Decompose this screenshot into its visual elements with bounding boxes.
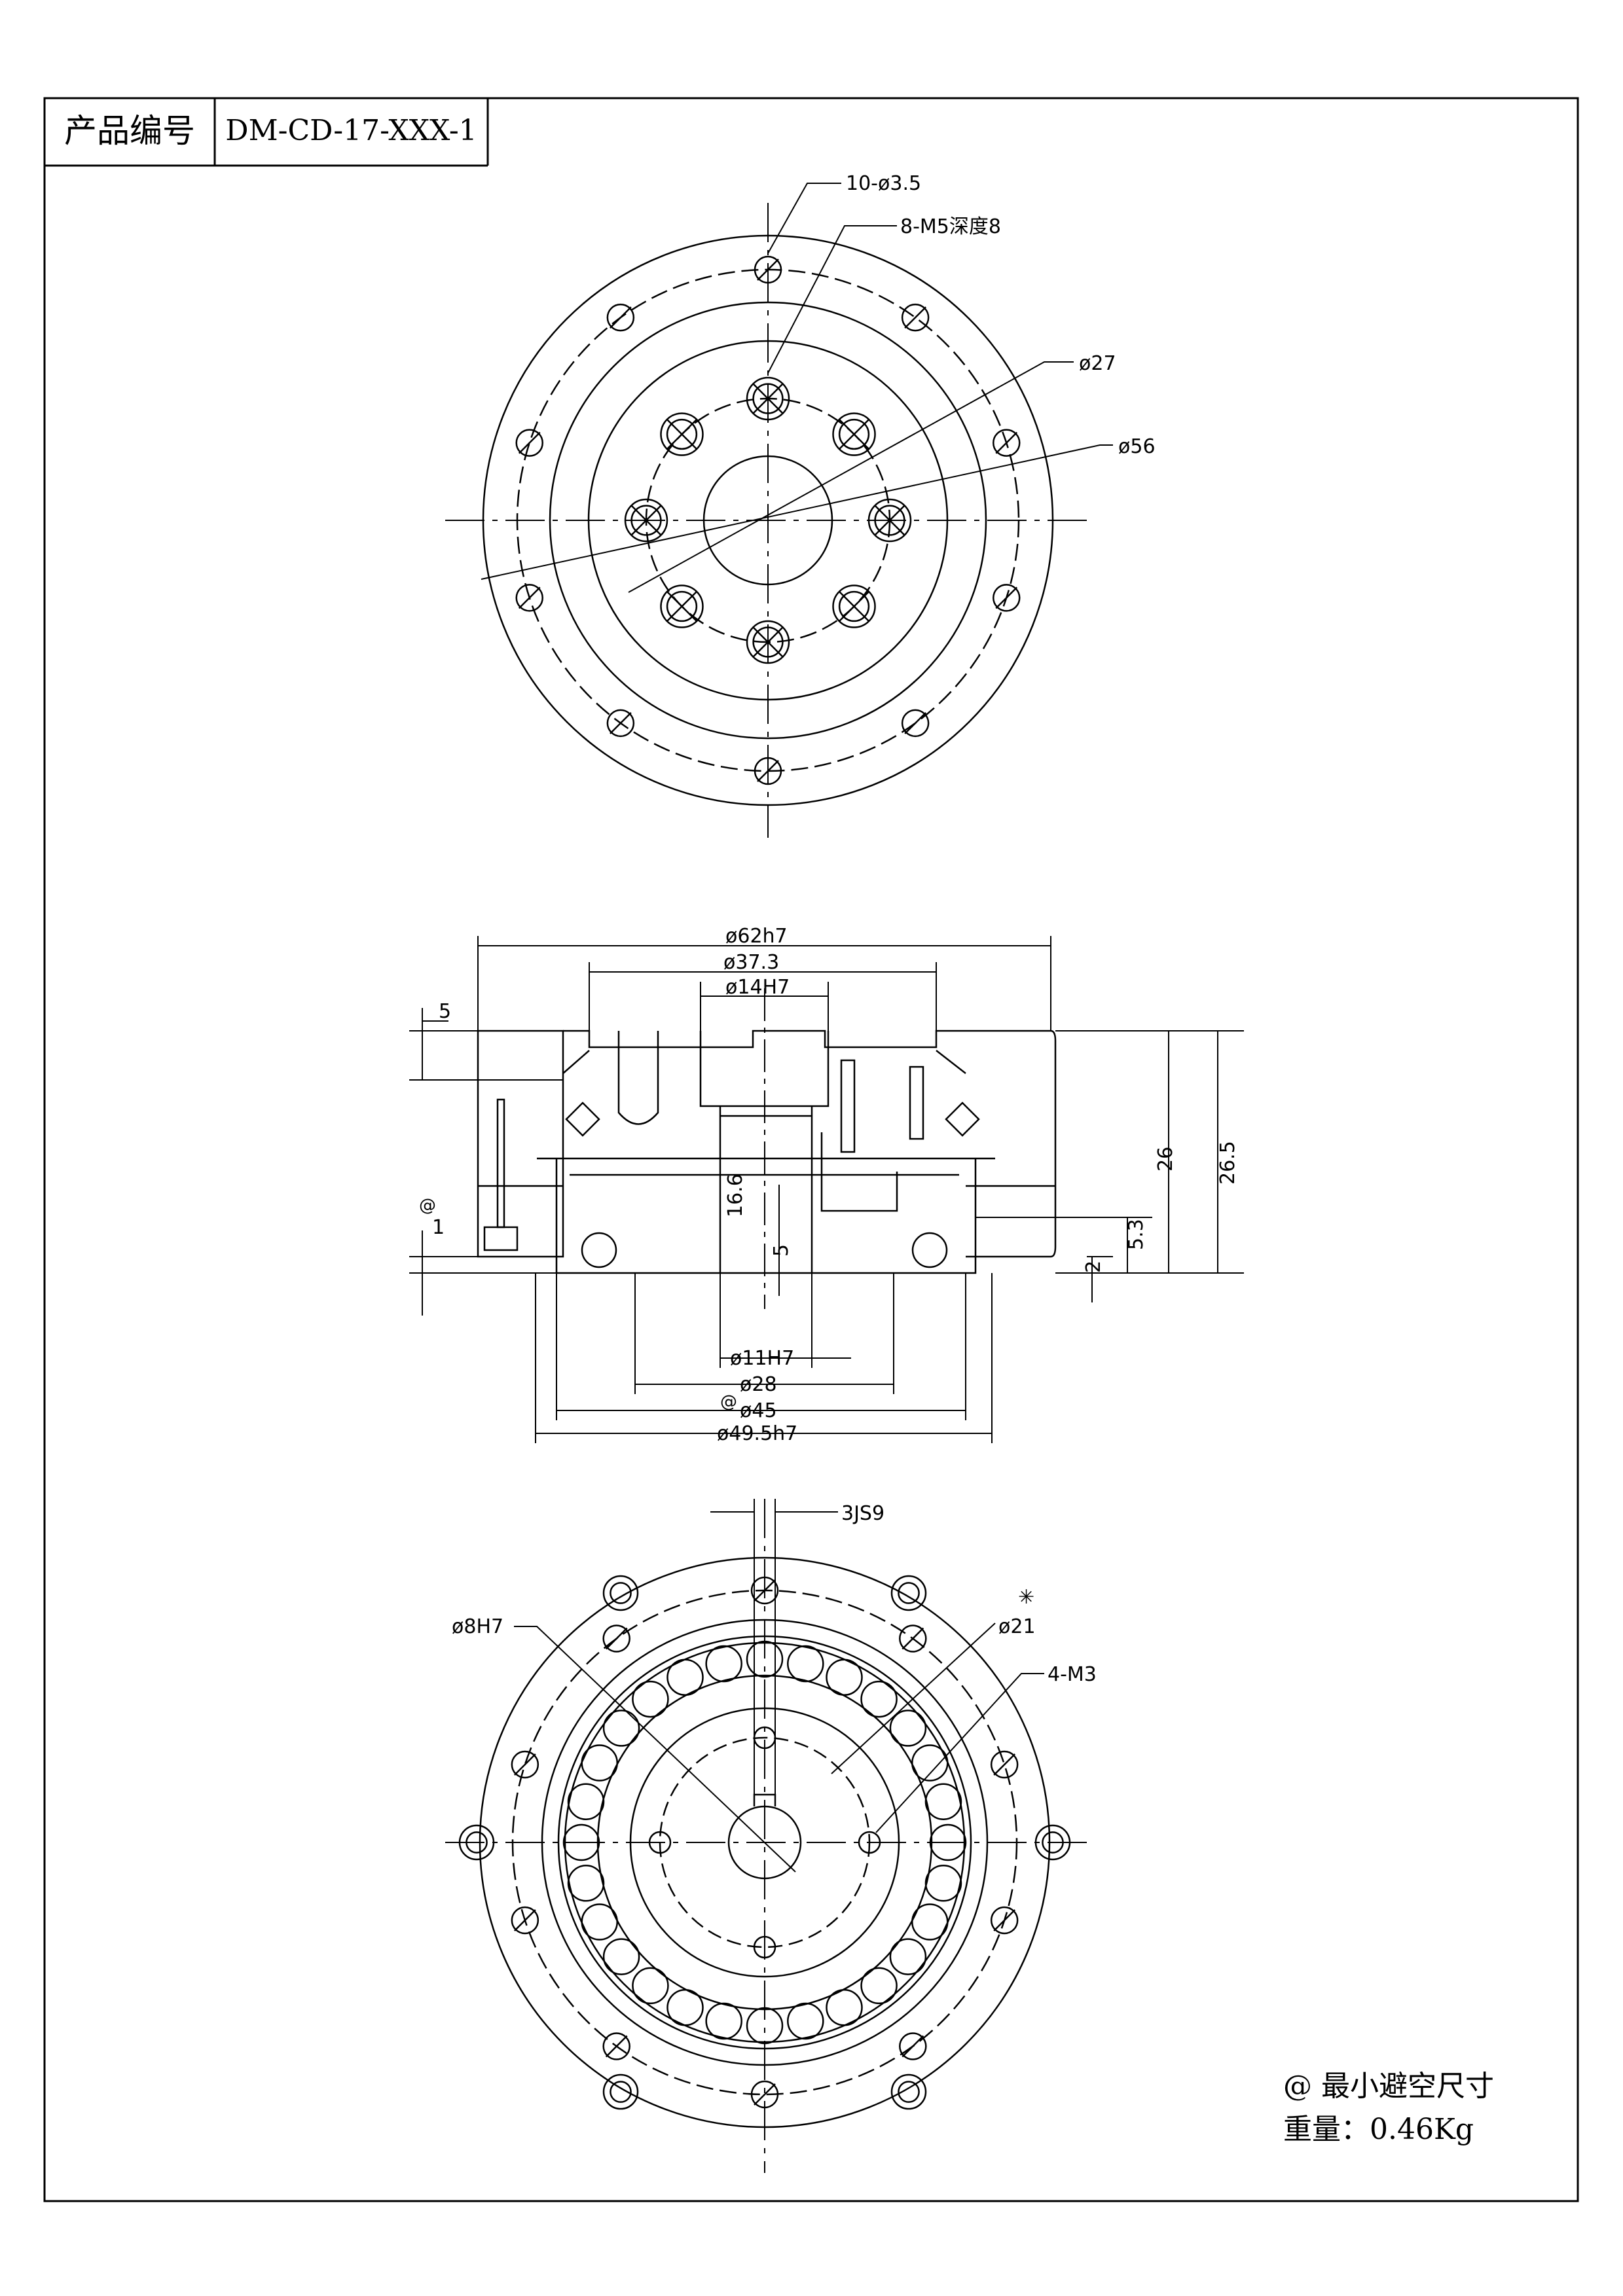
outer-bolt-hole bbox=[515, 429, 543, 457]
bearing-roller bbox=[632, 1967, 669, 2005]
dia-21: ø21 bbox=[998, 1615, 1036, 1638]
bottom-leaders bbox=[514, 1623, 1044, 1873]
outer-bolt-hole bbox=[515, 584, 543, 612]
drawing-border bbox=[43, 97, 1579, 2202]
dim-1: 1 bbox=[432, 1216, 445, 1239]
dim-bore: ø14H7 bbox=[725, 976, 790, 999]
dim-2: 2 bbox=[1082, 1261, 1105, 1273]
outer-bolt-hole bbox=[511, 1906, 539, 1935]
section-outline bbox=[477, 1030, 1057, 1274]
title-block bbox=[45, 98, 489, 167]
dim-495: ø49.5h7 bbox=[717, 1422, 797, 1445]
bearing-roller bbox=[911, 1744, 949, 1782]
outer-bolt-hole bbox=[602, 1624, 630, 1653]
outer-bolt-hole bbox=[901, 709, 930, 738]
thread-m3: 4-M3 bbox=[1048, 1663, 1097, 1686]
bearing-roller bbox=[826, 1989, 863, 2026]
dim-step2: 5.3 bbox=[1125, 1219, 1148, 1250]
outer-bolt-hole bbox=[899, 1624, 927, 1653]
bearing-roller bbox=[632, 1680, 669, 1718]
dim-step: 5 bbox=[770, 1244, 793, 1257]
dim-shaft: ø11H7 bbox=[730, 1347, 794, 1370]
dim-flange: 5 bbox=[439, 1000, 451, 1023]
bottom-centerlines bbox=[445, 1499, 1087, 2173]
bearing-roller bbox=[889, 1710, 927, 1747]
dim-28: ø28 bbox=[740, 1373, 777, 1396]
threaded-hole bbox=[660, 584, 704, 628]
dia-outer-pcd: ø56 bbox=[1118, 435, 1156, 458]
bottom-view-labels: 3JS9 ø8H7 ✳ ø21 4-M3 bbox=[452, 1502, 1097, 1686]
bearing-roller bbox=[787, 2002, 824, 2040]
bearing-roller bbox=[581, 1903, 618, 1941]
hole-callout: 10-ø3.5 bbox=[846, 172, 921, 195]
dia-inner-pcd: ø27 bbox=[1079, 352, 1116, 375]
dim-total-height: 26.5 bbox=[1216, 1141, 1239, 1185]
outer-bolt-hole bbox=[606, 303, 635, 332]
section-dim-lines bbox=[409, 936, 1244, 1443]
bearing-roller bbox=[666, 1659, 704, 1696]
threaded-hole bbox=[832, 412, 876, 456]
dim-body-height: 26 bbox=[1154, 1147, 1177, 1172]
section-view bbox=[409, 936, 1244, 1443]
bearing-roller bbox=[889, 1938, 927, 1975]
bottom-keyway-lines bbox=[710, 1499, 838, 1795]
outer-bolt-hole bbox=[990, 1750, 1019, 1779]
bearing-roller bbox=[705, 2002, 742, 2040]
dim-45: ø45 bbox=[740, 1399, 777, 1422]
bearing-roller bbox=[567, 1783, 605, 1820]
bearing-roller bbox=[860, 1967, 898, 2005]
title-label: 产品编号 bbox=[64, 112, 195, 150]
outer-bolt-hole bbox=[993, 429, 1021, 457]
bearing-roller bbox=[911, 1903, 949, 1941]
bearing-roller bbox=[705, 1645, 742, 1683]
outer-bolt-hole bbox=[606, 709, 635, 738]
bearing-roller bbox=[826, 1659, 863, 1696]
clearance-mark-2: @ bbox=[720, 1392, 737, 1412]
section-bearings bbox=[562, 1050, 980, 1268]
bottom-keyway bbox=[753, 1793, 776, 1806]
top-leaders bbox=[481, 183, 1113, 593]
outer-bolt-hole bbox=[993, 584, 1021, 612]
bearing-roller bbox=[666, 1989, 704, 2026]
bearing-roller bbox=[602, 1938, 640, 1975]
mounting-hole bbox=[602, 1575, 639, 1611]
outer-bolt-hole bbox=[901, 303, 930, 332]
dim-depth: 16.6 bbox=[724, 1174, 747, 1217]
product-code: DM-CD-17-XXX-1 bbox=[225, 114, 477, 147]
dim-mid: ø37.3 bbox=[723, 951, 779, 974]
dim-outer: ø62h7 bbox=[725, 925, 788, 948]
top-view-labels: 10-ø3.5 8-M5深度8 ø27 ø56 bbox=[846, 172, 1156, 458]
outer-bolt-hole bbox=[990, 1906, 1019, 1935]
bearing-roller bbox=[924, 1783, 962, 1820]
bottom-rollers bbox=[562, 1640, 967, 2045]
keyway-label: 3JS9 bbox=[841, 1502, 884, 1525]
bearing-roller bbox=[581, 1744, 618, 1782]
threaded-hole bbox=[660, 412, 704, 456]
mounting-hole bbox=[890, 1575, 927, 1611]
bearing-roller bbox=[567, 1865, 605, 1902]
dia-bore: ø8H7 bbox=[452, 1615, 503, 1638]
outer-bolt-hole bbox=[511, 1750, 539, 1779]
mounting-hole bbox=[602, 2073, 639, 2110]
thread-callout: 8-M5深度8 bbox=[900, 215, 1001, 238]
clearance-note: @ 最小避空尺寸 bbox=[1283, 2070, 1494, 2103]
bottom-view bbox=[445, 1499, 1087, 2173]
weight-note: 重量：0.46Kg bbox=[1283, 2113, 1474, 2146]
section-view-labels: ø62h7 ø37.3 ø14H7 5 26.5 26 16.6 5 5.3 2… bbox=[419, 925, 1239, 1445]
star-mark: ✳ bbox=[1018, 1586, 1034, 1609]
clearance-mark: @ bbox=[419, 1196, 436, 1215]
outer-bolt-hole bbox=[899, 2032, 927, 2060]
bearing-roller bbox=[787, 1645, 824, 1683]
bearing-roller bbox=[602, 1710, 640, 1747]
top-centerlines bbox=[445, 203, 1090, 838]
bearing-roller bbox=[924, 1865, 962, 1902]
notes-block: @ 最小避空尺寸 重量：0.46Kg bbox=[1283, 2065, 1494, 2151]
outer-bolt-hole bbox=[602, 2032, 630, 2060]
threaded-hole bbox=[832, 584, 876, 628]
top-view bbox=[445, 183, 1113, 838]
mounting-hole bbox=[890, 2073, 927, 2110]
bearing-roller bbox=[860, 1680, 898, 1718]
